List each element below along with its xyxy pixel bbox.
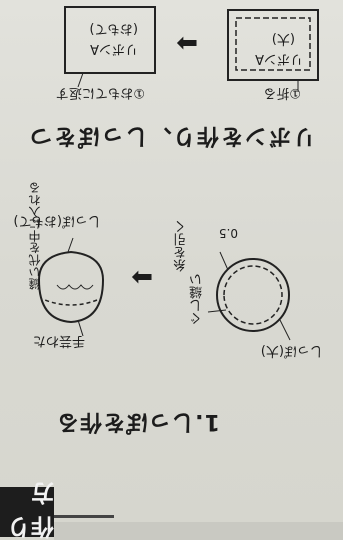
label-tail-fabric: しっぽ(大) <box>260 343 323 358</box>
leader-stuffing <box>77 319 84 337</box>
step2-title: リボンを作り、しっぽをつ <box>27 123 316 148</box>
tail-fabric-outer <box>216 258 290 332</box>
label-seam-allowance: 0.5 <box>218 226 238 240</box>
ribbon-fold-line <box>235 17 311 71</box>
ribbon-fold-box-line2: (大) <box>271 31 295 46</box>
leader-cut <box>219 251 229 271</box>
ribbon-turned-outline <box>64 6 156 74</box>
stuffed-tail-figure <box>37 237 105 337</box>
ribbon-fold-box-line1: リボンA <box>255 51 303 66</box>
arrow-right-icon-2: ➡ <box>176 28 198 58</box>
tail-fabric-figure <box>207 251 291 341</box>
tail-fabric-stitch <box>223 265 283 325</box>
leader-tail <box>279 319 291 341</box>
label-running-stitch: ぐし縫い <box>190 273 205 325</box>
label-turn-right-side-out: ①おもてに返す <box>55 85 145 100</box>
header-band <box>54 522 343 540</box>
step1-title: 1.しっぽを作る <box>56 409 220 434</box>
ribbon-fold-figure <box>227 9 319 92</box>
ribbon-turned-box-line1: リボンA <box>90 41 138 56</box>
ribbon-outer <box>227 9 319 81</box>
label-pull-thread: 糸を引く <box>174 220 189 272</box>
leader-sew <box>207 309 227 313</box>
label-fold: ①折る <box>263 85 301 100</box>
tail-stuffing <box>56 284 94 290</box>
header-rule <box>54 515 114 518</box>
tail-gather <box>44 299 98 306</box>
section-tab: 作り方 <box>0 479 54 539</box>
label-stuffing: 手芸わた <box>32 333 85 348</box>
leader-top <box>67 237 74 253</box>
tail-outline <box>37 250 105 324</box>
ribbon-turned-box-line2: (おもて) <box>89 21 138 36</box>
arrow-right-icon: ➡ <box>131 262 153 292</box>
label-tuck-allowance: 縫い代を中に入れる <box>28 182 42 290</box>
ribbon-turned-figure <box>64 6 156 88</box>
leader-flip <box>77 72 84 88</box>
